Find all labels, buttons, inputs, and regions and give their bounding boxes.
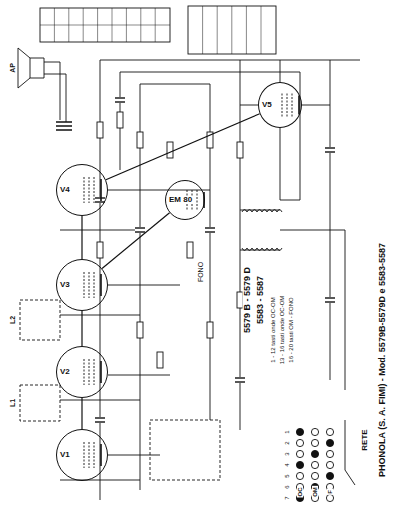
tube-connection (81, 398, 82, 429)
tuning-indicator-tube: EM 80 (165, 180, 205, 220)
switch-row-label: OC (297, 487, 303, 498)
model-number: 5583 - 5587 (256, 275, 265, 325)
power-transformer (240, 210, 280, 250)
mains-wire (280, 230, 355, 485)
note: 13 - 16 tasti onde OC-OM (279, 295, 285, 366)
mains-label: RETE (361, 428, 369, 451)
vacuum-tube: V5 (258, 82, 302, 128)
input-label: FONO (197, 261, 204, 283)
tube-label: V5 (261, 101, 273, 109)
switch-row-label: OM (312, 486, 318, 498)
vacuum-tube: V1 (56, 429, 108, 481)
component-symbols (95, 97, 335, 423)
tube-label: V4 (59, 186, 71, 194)
tube-connection (102, 213, 170, 269)
switch-position: 3 (284, 451, 290, 456)
switch-position: 2 (284, 440, 290, 445)
table-grid (40, 8, 170, 42)
note: 1 - 12 tasti onde OC-OM (270, 296, 276, 363)
speaker-symbol (18, 48, 44, 88)
tube-connection (81, 216, 82, 259)
switch-position: 4 (284, 462, 290, 467)
switch-position: 6 (284, 484, 290, 489)
tube-connection (81, 311, 82, 346)
tube-label: V3 (59, 281, 71, 289)
diagram-title: PHONOLA (S. A. FIMI) - Mod. 5579B-5579D … (378, 242, 387, 478)
if-transformer (20, 385, 60, 421)
tube-connection (106, 114, 260, 180)
switch-dot-table (296, 428, 333, 501)
output-transformer (56, 122, 72, 130)
vacuum-tube: V2 (56, 346, 108, 398)
model-number: 5579 B - 5579 D (243, 266, 252, 334)
tube-label: EM 80 (168, 196, 193, 204)
tube-label: V2 (59, 368, 71, 376)
voltage-table (40, 8, 170, 42)
coil-label: L2 (9, 315, 16, 325)
coil-label: L1 (9, 398, 16, 408)
switch-position: 1 (284, 429, 290, 434)
table-grid (203, 6, 261, 54)
rectifier-wire (240, 60, 330, 200)
tube-electrodes (84, 94, 299, 469)
parts-table (188, 6, 276, 54)
supply-rail (100, 60, 360, 500)
note: 16 - 20 tasti OM - FONO (288, 296, 294, 363)
signal-wire (60, 230, 140, 480)
plate-wire (108, 190, 210, 455)
switch-row-label: F (327, 489, 333, 495)
switch-position: 5 (284, 473, 290, 478)
vacuum-tube: V4 (56, 164, 108, 216)
if-transformer (20, 300, 60, 340)
tube-label: V1 (59, 451, 71, 459)
oscillator-coil-group (150, 420, 220, 480)
speaker-wire (44, 62, 66, 122)
vacuum-tube: V3 (56, 259, 108, 311)
switch-position: 7 (284, 495, 290, 500)
speaker-label: AP (9, 62, 16, 74)
transformer-winding (242, 210, 282, 251)
